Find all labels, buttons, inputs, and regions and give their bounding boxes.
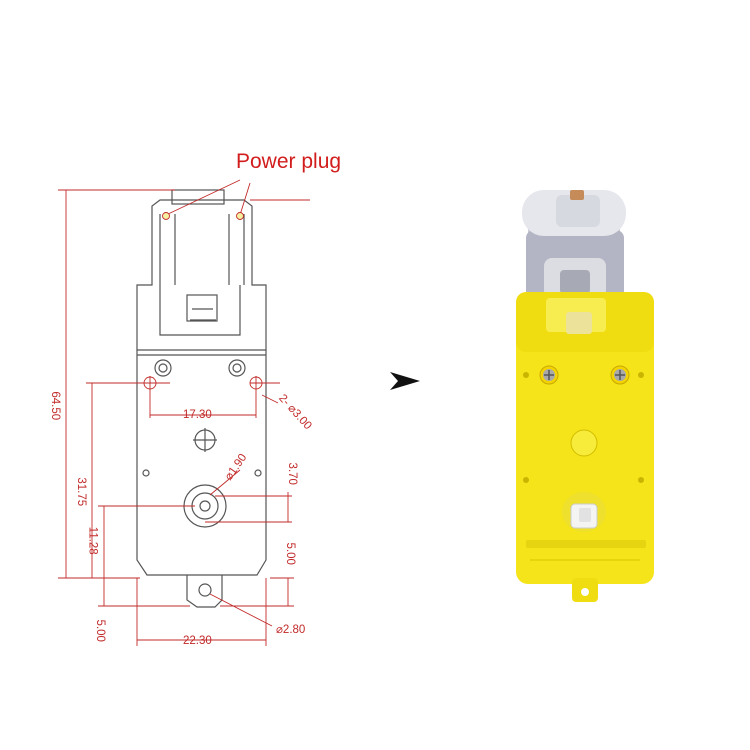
body-width-dim: 22.30 [183, 635, 212, 647]
arrow-right-icon [390, 372, 420, 390]
dimension-lines [58, 179, 310, 646]
body-height-dim: 31.75 [75, 477, 88, 507]
technical-drawing [136, 189, 267, 608]
shaft-offset-dim: 11.28 [86, 526, 99, 555]
power-plug-label: Power plug [236, 150, 342, 173]
tab-hole-dim: ⌀2.80 [276, 624, 306, 636]
motor-photo [516, 190, 654, 602]
hole-spacing-dim: 17.30 [183, 409, 212, 421]
shaft-flat-dim: 3.70 [285, 462, 298, 485]
overall-height-dim: 64.50 [49, 391, 62, 421]
tab-height-dim: 5.00 [283, 542, 296, 565]
tab-offset-dim: 5.00 [93, 619, 106, 642]
